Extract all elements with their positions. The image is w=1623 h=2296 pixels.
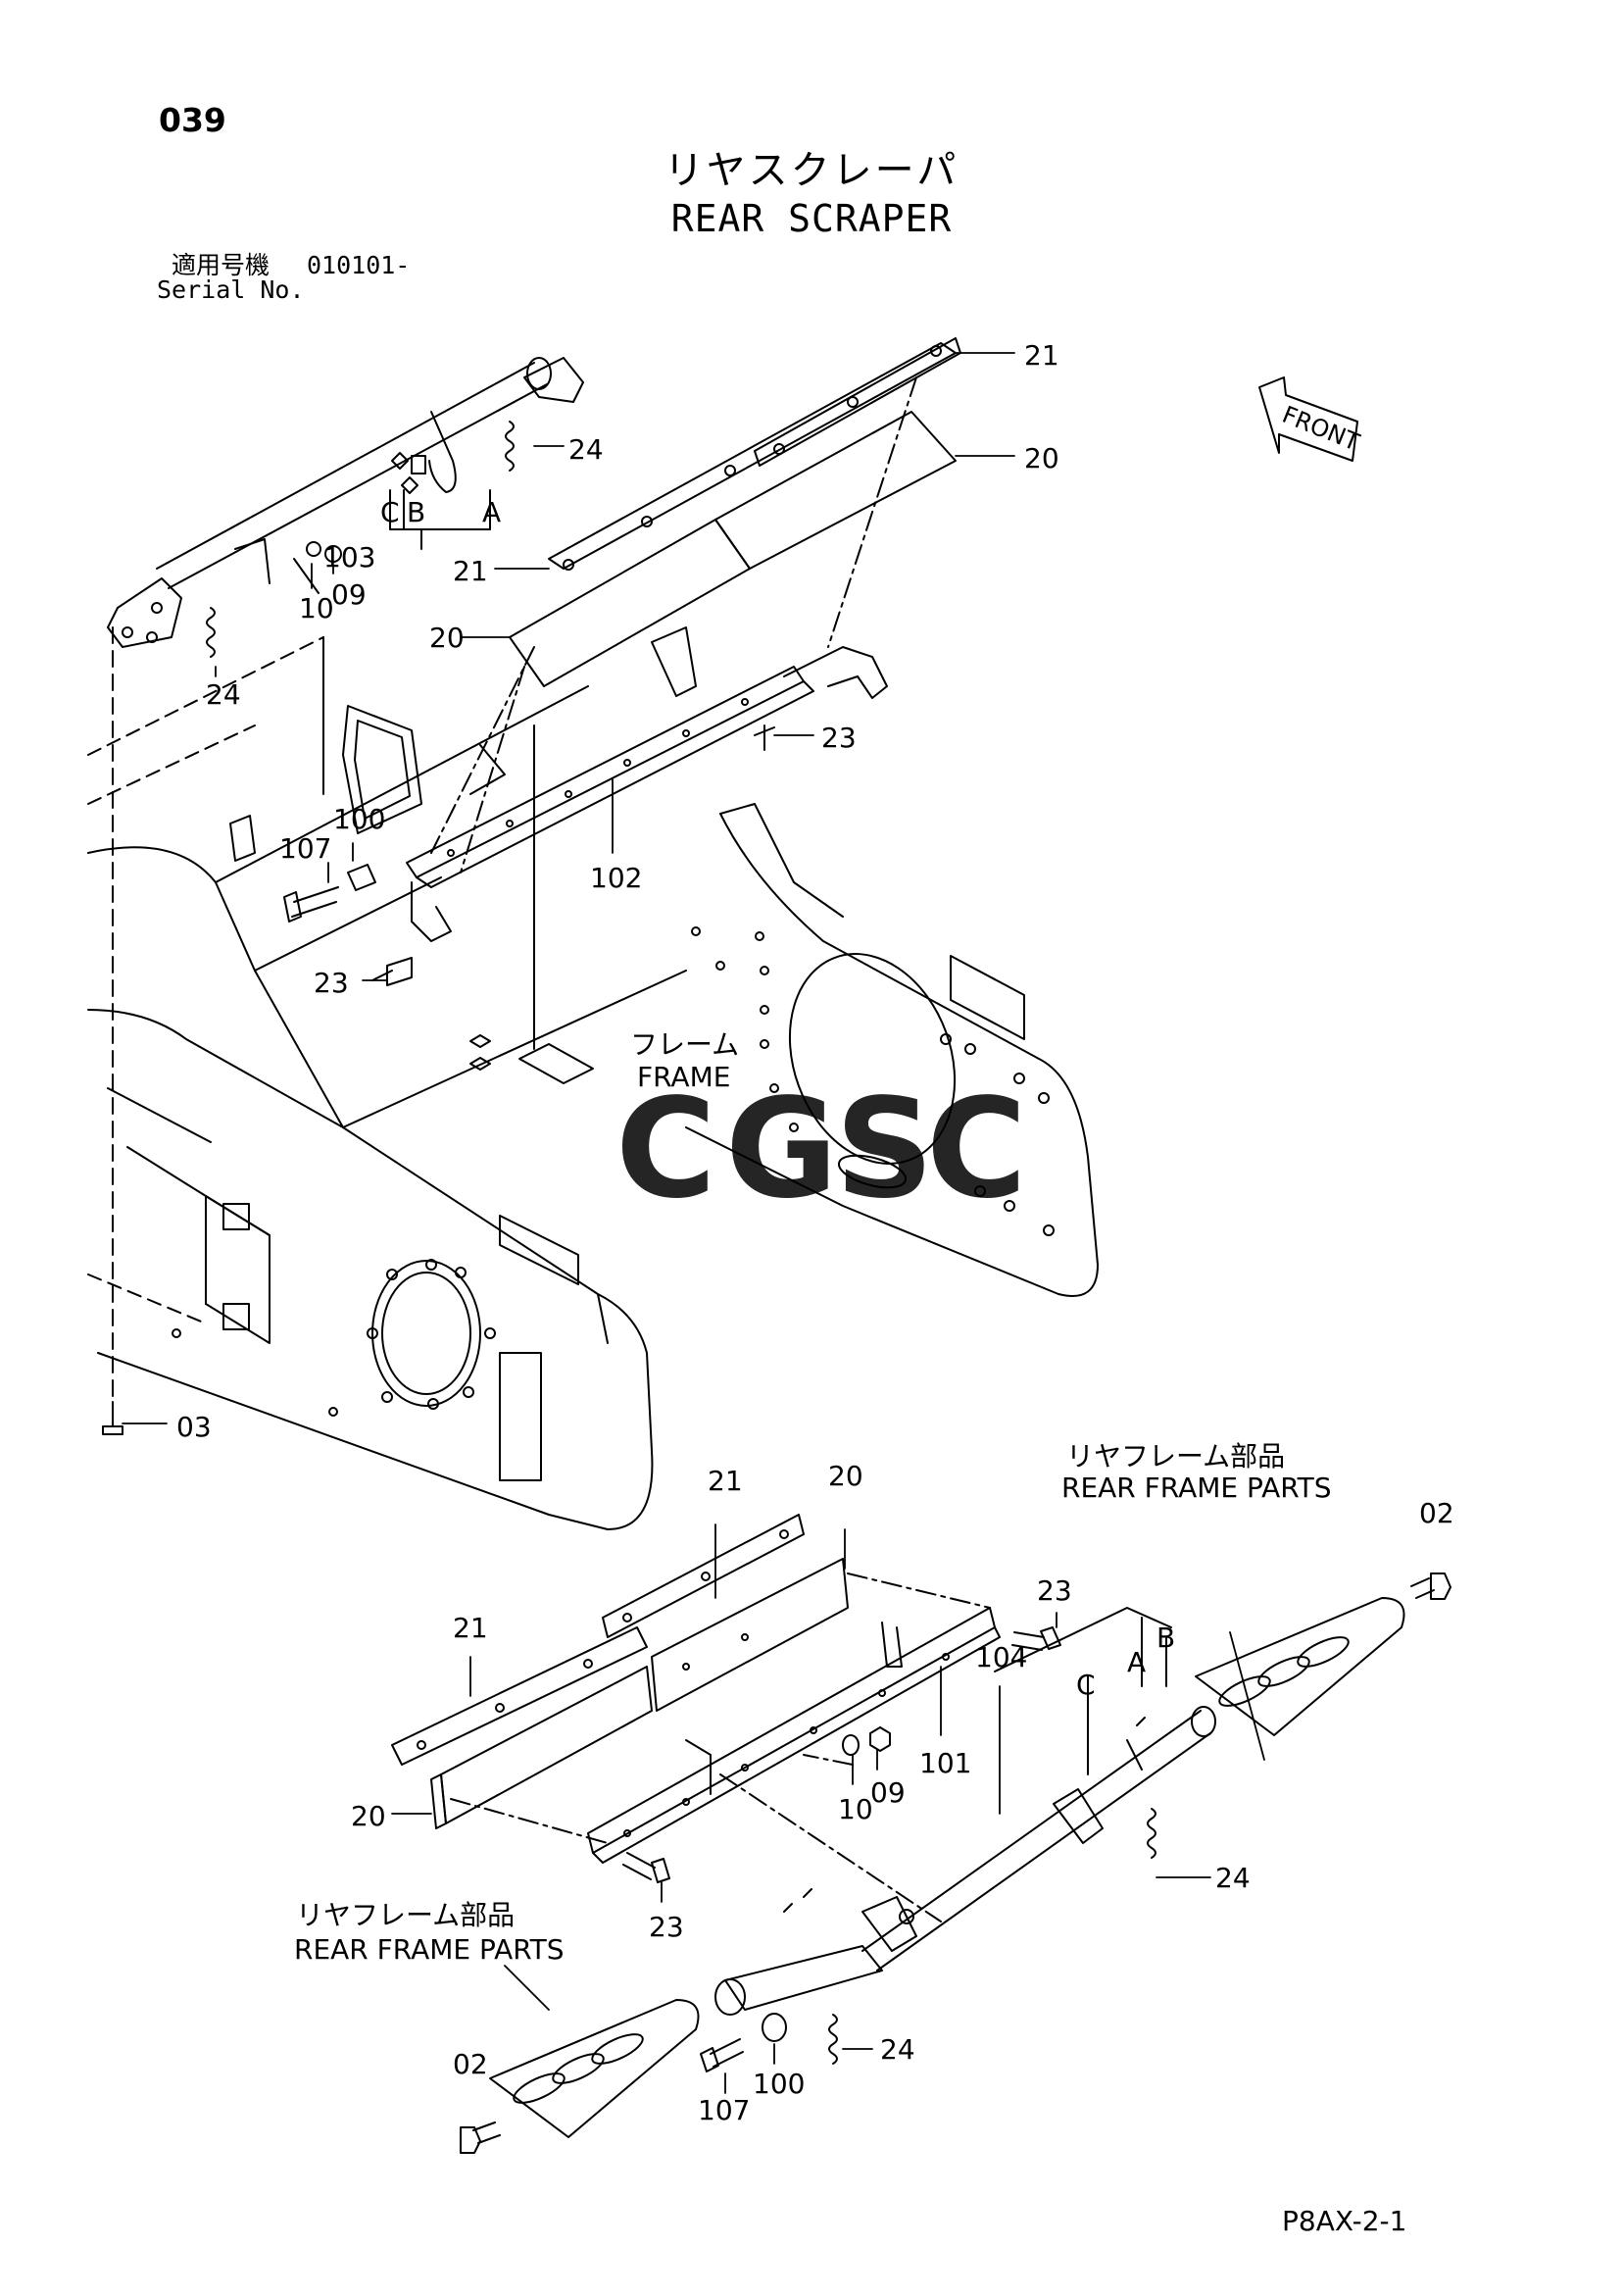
page-number: 039 <box>159 101 226 139</box>
callout-b: B <box>407 496 425 528</box>
callout-21: 21 <box>708 1465 743 1497</box>
watermark-letter: C <box>926 1070 1027 1229</box>
callout-23: 23 <box>1037 1574 1072 1607</box>
cgsc-watermark: C G S C <box>615 1070 1027 1229</box>
callout-20: 20 <box>1024 442 1059 474</box>
leader-lines <box>122 352 1265 2094</box>
callout-a: A <box>482 496 501 528</box>
callout-b: B <box>1156 1622 1175 1654</box>
callout-20: 20 <box>351 1800 386 1832</box>
callout-02: 02 <box>453 2048 488 2080</box>
callout-103: 103 <box>323 541 375 574</box>
callout-a: A <box>1127 1646 1146 1678</box>
callout-107: 107 <box>279 832 331 865</box>
callout-02: 02 <box>1419 1497 1454 1529</box>
watermark-letter: S <box>835 1070 934 1229</box>
frame-label-jp: フレーム <box>630 1028 739 1061</box>
callout-24: 24 <box>206 678 241 711</box>
callout-21: 21 <box>1024 339 1059 372</box>
frame-outline <box>87 636 1099 1530</box>
callout-23: 23 <box>314 967 349 999</box>
upper-shaft-assembly <box>107 357 584 658</box>
serial-value: 010101- <box>307 251 411 279</box>
front-arrow-label: FRONT <box>1278 401 1363 457</box>
rear-frame-parts-left-jp: リヤフレーム部品 <box>296 1899 515 1931</box>
callout-107: 107 <box>698 2094 750 2126</box>
callout-21: 21 <box>453 555 488 587</box>
callout-23: 23 <box>649 1911 684 1943</box>
callout-23: 23 <box>821 722 857 754</box>
rear-frame-parts-left-en: REAR FRAME PARTS <box>294 1933 565 1966</box>
frame-label-en: FRAME <box>637 1061 730 1093</box>
callout-20: 20 <box>429 622 465 654</box>
callout-24: 24 <box>1215 1862 1251 1894</box>
callout-10: 10 <box>299 592 334 624</box>
top-hardware <box>102 626 775 1435</box>
callout-100: 100 <box>753 2068 805 2100</box>
callout-10: 10 <box>838 1793 873 1825</box>
callout-03: 03 <box>176 1411 212 1443</box>
serial-label-japanese: 適用号機 <box>172 251 270 279</box>
callout-c: C <box>1076 1669 1096 1701</box>
callout-101: 101 <box>919 1747 971 1779</box>
drawing-code: P8AX-2-1 <box>1282 2205 1407 2237</box>
title-english: REAR SCRAPER <box>670 197 953 240</box>
callout-09: 09 <box>870 1776 906 1809</box>
callout-100: 100 <box>333 803 385 835</box>
callout-102: 102 <box>590 862 642 894</box>
lower-assembly <box>391 1514 1451 2154</box>
callout-c: C <box>380 496 400 528</box>
title-japanese: リヤスクレーパ <box>664 148 959 193</box>
callout-24: 24 <box>880 2033 915 2066</box>
watermark-letter: C <box>615 1070 716 1229</box>
rear-frame-parts-right-jp: リヤフレーム部品 <box>1066 1440 1285 1472</box>
upper-blades <box>406 337 961 942</box>
callout-21: 21 <box>453 1612 488 1644</box>
rear-frame-parts-right-en: REAR FRAME PARTS <box>1061 1472 1332 1504</box>
callout-24: 24 <box>568 433 604 466</box>
watermark-letter: G <box>725 1070 838 1229</box>
serial-label-english: Serial No. <box>157 275 305 304</box>
front-arrow-shape <box>1258 376 1358 462</box>
callout-104: 104 <box>975 1641 1027 1673</box>
callout-09: 09 <box>331 578 367 611</box>
callout-20: 20 <box>828 1460 863 1492</box>
